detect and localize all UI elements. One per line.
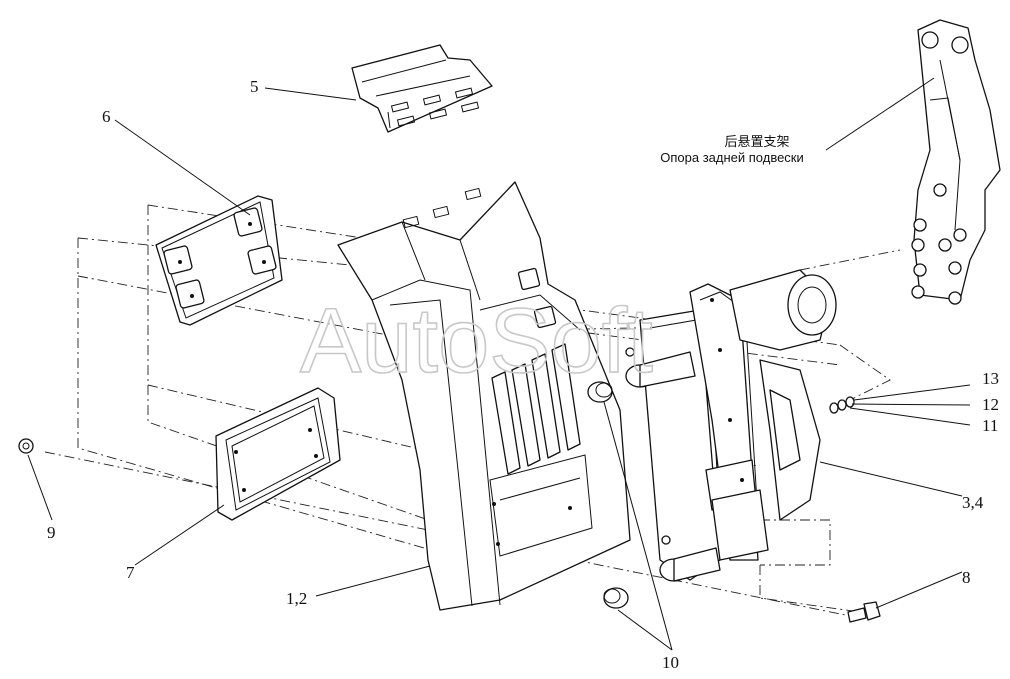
callout-5: 5 <box>250 77 259 96</box>
watermark-text: AutoSoft <box>300 290 653 392</box>
parts-11-13-bolt-washers <box>829 396 855 414</box>
leader-lines <box>27 77 971 651</box>
part-7-gasket-frame <box>215 387 341 521</box>
part-6-mounting-pad <box>155 195 283 326</box>
part-5-louvered-bracket <box>351 44 493 133</box>
rear-suspension-support <box>911 19 1001 305</box>
note-chinese: 后悬置支架 <box>724 134 789 149</box>
note-russian: Опора задней подвески <box>660 150 804 165</box>
callout-1-2: 1,2 <box>286 589 307 608</box>
part-9-nut <box>18 438 34 454</box>
callout-11: 11 <box>982 416 998 435</box>
callout-9: 9 <box>47 523 56 542</box>
callout-10: 10 <box>662 653 679 672</box>
part-3-4-bracket-with-pipe <box>689 269 837 561</box>
callout-13: 13 <box>982 369 999 388</box>
part-8-bolt <box>847 601 881 623</box>
callout-7: 7 <box>126 563 135 582</box>
part-10-plugs <box>587 381 629 609</box>
callout-12: 12 <box>982 395 999 414</box>
tube-plate <box>625 309 723 582</box>
callout-6: 6 <box>102 107 111 126</box>
callout-3-4: 3,4 <box>962 493 984 512</box>
part-1-2-fender-bracket <box>337 181 631 611</box>
callout-8: 8 <box>962 568 971 587</box>
